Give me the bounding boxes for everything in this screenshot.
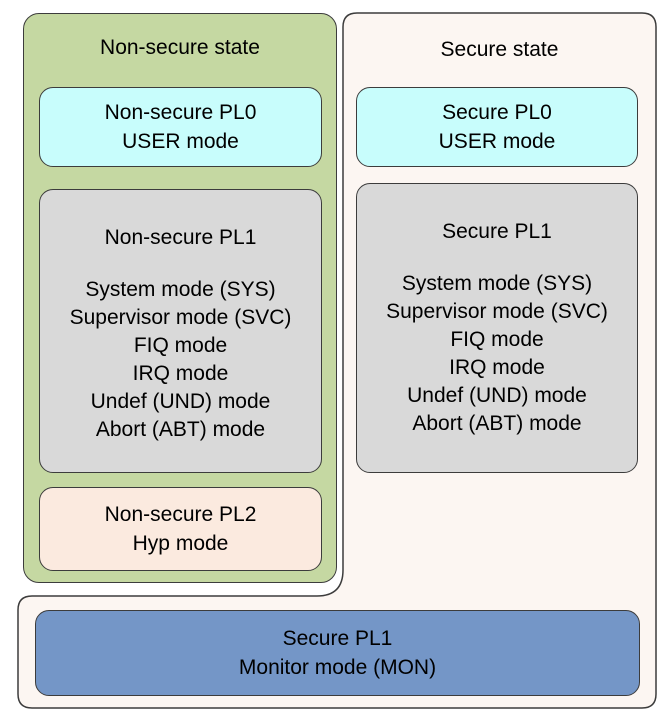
non-secure-pl0-mode: USER mode <box>122 130 239 153</box>
mode-line: IRQ mode <box>449 356 545 379</box>
mode-line: Undef (UND) mode <box>407 384 587 407</box>
secure-pl1-label: Secure PL1 <box>442 220 552 243</box>
non-secure-pl1-mode-list: System mode (SYS) Supervisor mode (SVC) … <box>40 276 321 444</box>
non-secure-pl0-box: Non-secure PL0 USER mode <box>39 87 322 167</box>
non-secure-pl2-label: Non-secure PL2 <box>104 503 257 526</box>
mode-line: Abort (ABT) mode <box>412 412 582 435</box>
non-secure-pl1-label: Non-secure PL1 <box>104 226 257 249</box>
secure-pl0-box: Secure PL0 USER mode <box>356 87 638 167</box>
secure-pl0-label: Secure PL0 <box>442 101 552 124</box>
non-secure-state-title: Non-secure state <box>100 36 260 59</box>
non-secure-pl2-box: Non-secure PL2 Hyp mode <box>39 487 322 571</box>
secure-pl1-box: Secure PL1 System mode (SYS) Supervisor … <box>356 183 638 473</box>
mode-line: System mode (SYS) <box>85 278 276 301</box>
non-secure-pl2-mode: Hyp mode <box>132 532 229 555</box>
secure-state-title: Secure state <box>440 38 559 61</box>
secure-pl1-mode-list: System mode (SYS) Supervisor mode (SVC) … <box>357 270 637 438</box>
mode-line: Abort (ABT) mode <box>95 418 266 441</box>
mode-line: Supervisor mode (SVC) <box>69 306 292 329</box>
non-secure-pl0-label: Non-secure PL0 <box>104 101 257 124</box>
mode-line: Supervisor mode (SVC) <box>386 300 608 323</box>
mode-line: IRQ mode <box>132 362 229 385</box>
mode-line: Undef (UND) mode <box>90 390 271 413</box>
mode-line: FIQ mode <box>450 328 544 351</box>
secure-pl0-mode: USER mode <box>438 130 556 153</box>
mode-line: FIQ mode <box>133 334 228 357</box>
secure-monitor-label: Secure PL1 <box>282 627 393 650</box>
secure-monitor-box: Secure PL1 Monitor mode (MON) <box>35 610 640 696</box>
non-secure-pl1-box: Non-secure PL1 System mode (SYS) Supervi… <box>39 189 322 473</box>
non-secure-state-container: Non-secure state Non-secure PL0 USER mod… <box>23 13 337 583</box>
mode-line: System mode (SYS) <box>401 272 593 295</box>
secure-monitor-mode: Monitor mode (MON) <box>238 656 437 679</box>
